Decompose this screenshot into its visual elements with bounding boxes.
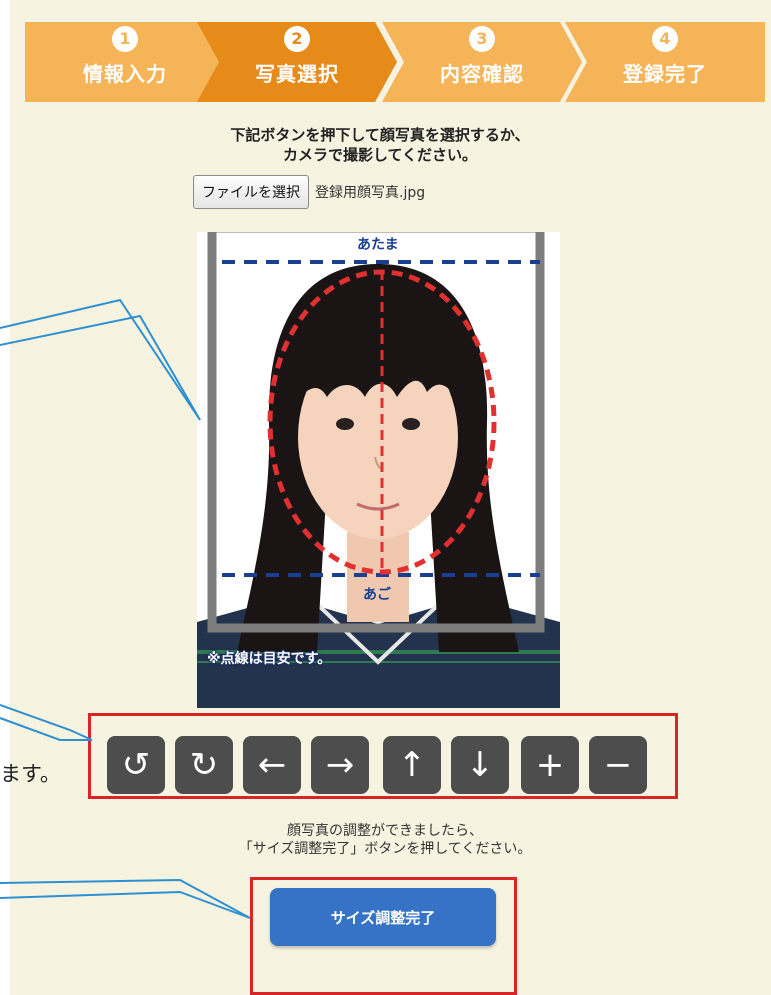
arrow-right-icon: → [325,745,355,785]
bottom-instruction-line-2: 「サイズ調整完了」ボタンを押してください。 [238,841,532,857]
photo-preview[interactable]: あたま あご ※点線は目安です。 [197,232,560,708]
file-input: ファイルを選択 登録用顔写真.jpg [193,175,425,209]
zoom-in-button[interactable]: + [521,736,579,794]
guide-note: ※点線は目安です。 [207,651,332,667]
minus-icon: − [603,745,633,785]
step-label-3: 内容確認 [440,62,524,86]
done-button-highlight [250,877,517,995]
portrait-image [197,232,560,708]
step-label-2: 写真選択 [255,62,339,86]
arrow-down-icon: ↓ [465,745,495,785]
arrow-up-icon: ↑ [397,745,427,785]
zoom-out-button[interactable]: − [589,736,647,794]
move-left-button[interactable]: ← [243,736,301,794]
step-label-4: 登録完了 [623,62,707,86]
step-3: 3 内容確認 [382,22,582,102]
step-number-2: 2 [284,26,310,52]
bottom-instruction-line-1: 顔写真の調整ができましたら、 [287,823,483,839]
step-number-3: 3 [469,26,495,52]
head-guide-label: あたま [357,237,399,253]
size-adjust-done-button[interactable]: サイズ調整完了 [270,888,496,946]
side-caption-fragment: ます。 [0,762,61,786]
arrow-left-icon: ← [257,745,287,785]
rotate-right-button[interactable]: ↻ [175,736,233,794]
step-progress-bar: 1 情報入力 2 写真選択 3 内容確認 4 登録完了 [25,22,765,102]
selected-file-name: 登録用顔写真.jpg [315,185,426,201]
step-4: 4 登録完了 [565,22,765,102]
bottom-instructions: 顔写真の調整ができましたら、 「サイズ調整完了」ボタンを押してください。 [190,822,580,858]
step-number-4: 4 [652,26,678,52]
choose-file-button[interactable]: ファイルを選択 [193,175,309,209]
rotate-left-button[interactable]: ↺ [107,736,165,794]
adjustment-controls-highlight: ↺ ↻ ← → ↑ ↓ + − [88,713,678,799]
rotate-right-icon: ↻ [189,745,219,785]
plus-icon: + [535,745,565,785]
move-up-button[interactable]: ↑ [383,736,441,794]
step-number-1: 1 [112,26,138,52]
photo-instructions: 下記ボタンを押下して顔写真を選択するか、 カメラで撮影してください。 [200,125,560,165]
step-label-1: 情報入力 [83,62,167,86]
rotate-left-icon: ↺ [121,745,151,785]
instruction-line-1: 下記ボタンを押下して顔写真を選択するか、 [230,126,530,144]
move-right-button[interactable]: → [311,736,369,794]
step-1: 1 情報入力 [25,22,225,102]
move-down-button[interactable]: ↓ [451,736,509,794]
chin-guide-label: あご [363,587,391,603]
step-2: 2 写真選択 [197,22,397,102]
instruction-line-2: カメラで撮影してください。 [282,146,478,164]
